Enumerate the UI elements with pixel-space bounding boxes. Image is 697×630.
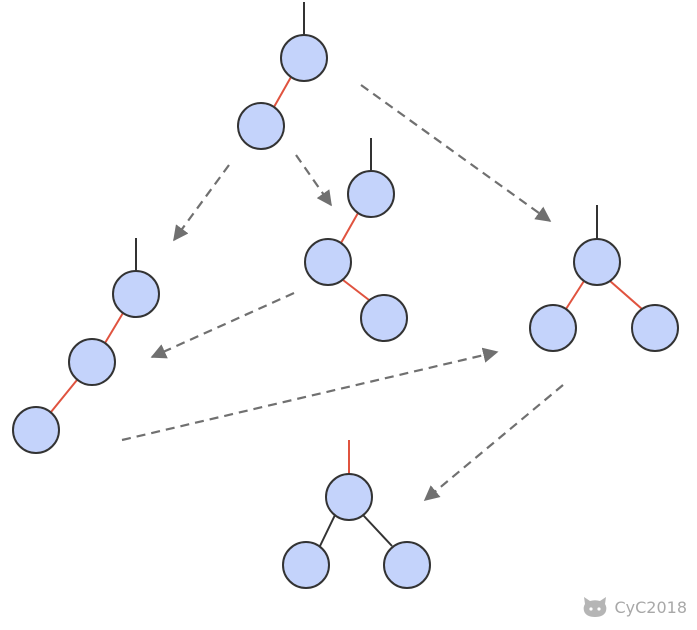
tree-node-t4-root (573, 238, 621, 286)
tree-node-t1-left (237, 102, 285, 150)
transform-arrow-1 (295, 154, 332, 207)
transform-arrow-0 (173, 164, 230, 242)
tree-node-t3-left-left (12, 406, 60, 454)
tree-node-t3-root (112, 270, 160, 318)
transform-arrow-4 (121, 347, 499, 442)
tree-node-t4-left (529, 304, 577, 352)
black-link-13 (362, 514, 393, 547)
red-link-1 (273, 76, 292, 108)
red-link-9 (565, 280, 585, 310)
tree-node-t2-left-right (360, 294, 408, 342)
github-cat-icon (584, 597, 607, 617)
red-link-3 (340, 212, 359, 244)
watermark-text: CyC2018 (614, 597, 687, 617)
black-link-12 (319, 514, 336, 547)
red-link-6 (104, 312, 124, 344)
red-link-10 (609, 280, 643, 310)
tree-node-t5-left (282, 541, 330, 589)
tree-node-t2-left (304, 238, 352, 286)
tree-node-t2-root (347, 170, 395, 218)
red-link-7 (50, 379, 78, 413)
transform-arrow-3 (150, 291, 295, 359)
tree-nodes (12, 34, 679, 589)
tree-node-t1-root (280, 34, 328, 82)
transformation-arrows (121, 84, 564, 501)
tree-node-t3-left (68, 338, 116, 386)
transform-arrow-2 (360, 84, 552, 222)
tree-links (50, 2, 643, 547)
transform-arrow-5 (423, 384, 564, 501)
tree-node-t4-right (631, 304, 679, 352)
watermark: CyC2018 (582, 596, 687, 618)
red-link-4 (342, 279, 370, 301)
tree-node-t5-root (325, 473, 373, 521)
tree-node-t5-right (383, 541, 431, 589)
